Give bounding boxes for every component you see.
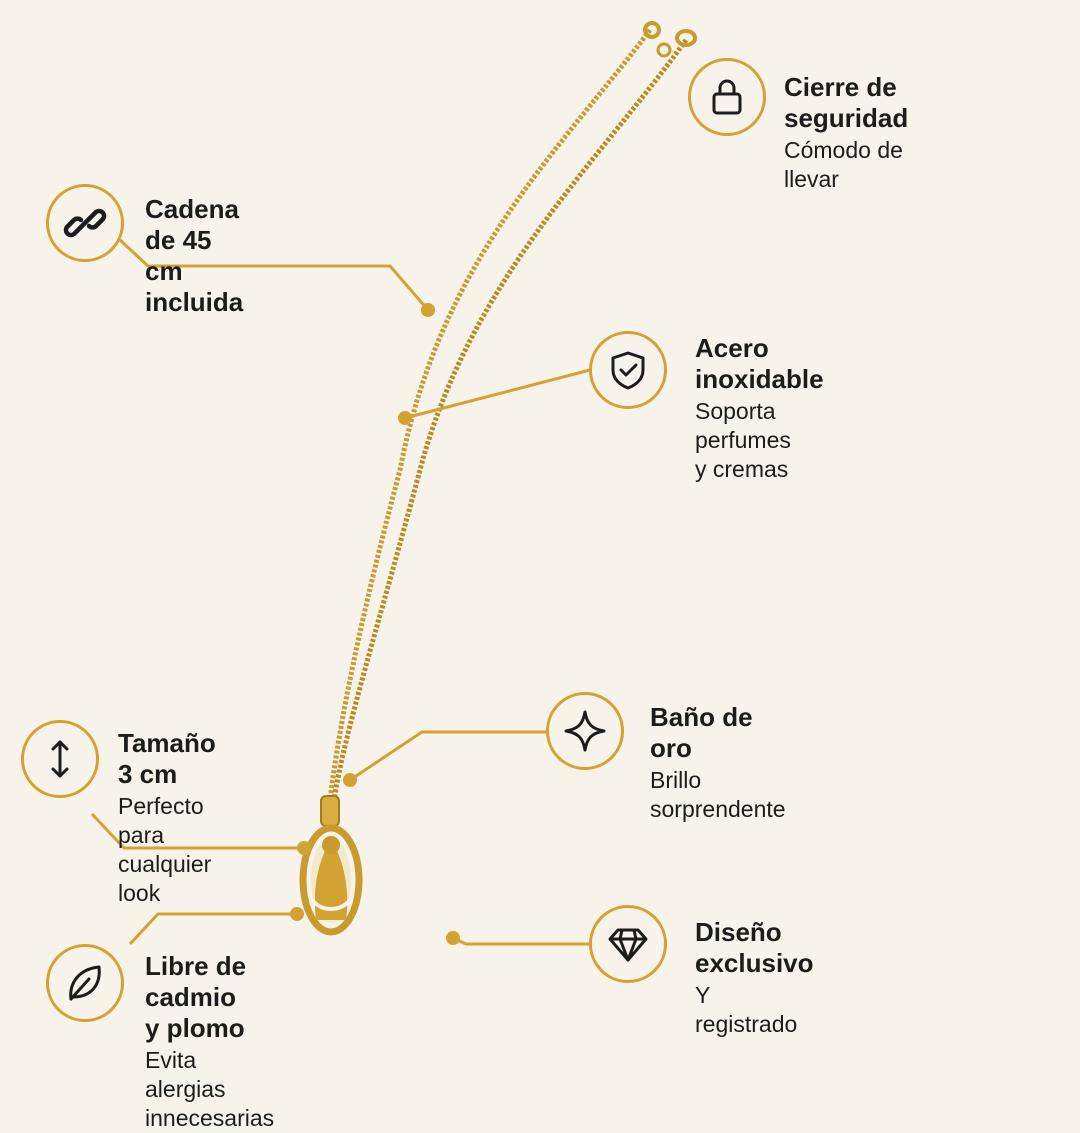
shield-check-icon xyxy=(611,351,645,390)
leader-line-design xyxy=(452,936,590,946)
feature-subtitle: Perfecto para cualquier look xyxy=(118,793,212,906)
feature-subtitle: Soporta perfumes y cremas xyxy=(695,398,791,482)
clasp-icon-circle xyxy=(688,58,766,136)
leader-line-steel xyxy=(404,368,591,420)
chain-icon-circle xyxy=(46,184,124,262)
pendant-bail xyxy=(320,795,340,827)
feature-subtitle: Y registrado xyxy=(695,982,798,1037)
leader-line-chain xyxy=(118,238,430,311)
chain-strand-right xyxy=(331,38,689,801)
leaf-icon xyxy=(69,965,101,1001)
size-icon-circle xyxy=(21,720,99,798)
clasp-ring xyxy=(643,21,661,39)
leader-dot-gold xyxy=(343,773,357,787)
clasp-jump-ring xyxy=(656,42,672,58)
feature-title: Acero inoxidable xyxy=(695,333,824,394)
lock-icon xyxy=(712,79,742,115)
feature-title: Diseño exclusivo xyxy=(695,917,814,978)
leader-dot-size xyxy=(297,841,311,855)
leader-line-gold xyxy=(349,730,548,782)
leader-line-size xyxy=(90,812,304,850)
feature-title: Tamaño 3 cm xyxy=(118,728,216,789)
steel-icon-circle xyxy=(589,331,667,409)
leader-line-cadmium xyxy=(128,912,297,946)
leader-dot-chain xyxy=(421,303,435,317)
feature-subtitle: Evita alergias innecesarias xyxy=(145,1047,275,1131)
feature-title: Cadena de 45 cm incluida xyxy=(145,194,244,317)
feature-title: Baño de oro xyxy=(650,702,753,763)
leader-dot-cadmium xyxy=(290,907,304,921)
gold-icon-circle xyxy=(546,692,624,770)
leader-dot-design xyxy=(446,931,460,945)
feature-title: Cierre de seguridad xyxy=(784,72,909,133)
chain-strand-left xyxy=(327,28,652,801)
cadmium-icon-circle xyxy=(46,944,124,1022)
pendant xyxy=(299,824,363,936)
feature-title: Libre de cadmio y plomo xyxy=(145,951,247,1043)
chain-link-icon xyxy=(63,208,107,238)
necklace-illustration xyxy=(90,21,697,946)
feature-subtitle: Brillo sorprendente xyxy=(650,767,786,822)
clasp-lobster xyxy=(675,29,697,47)
leader-dot-steel xyxy=(398,411,412,425)
diamond-icon xyxy=(608,928,648,962)
design-icon-circle xyxy=(589,905,667,983)
sparkle-icon xyxy=(564,710,606,752)
feature-subtitle: Cómodo de llevar xyxy=(784,137,903,192)
vertical-arrows-icon xyxy=(51,740,69,778)
